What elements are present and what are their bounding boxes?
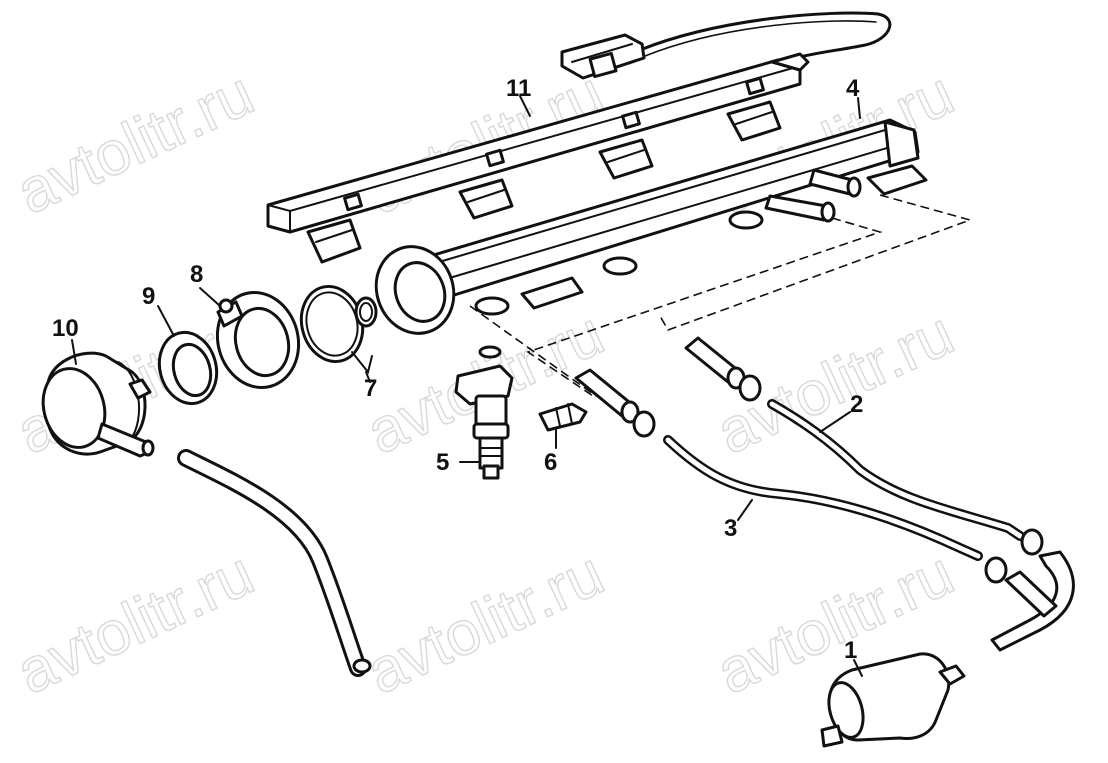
o-rings-7 <box>299 284 378 375</box>
clamp-8 <box>215 290 301 390</box>
callout-2: 2 <box>850 391 863 418</box>
callout-1: 1 <box>844 637 857 664</box>
fuel-lines <box>663 399 1075 652</box>
leader-lines <box>71 95 863 677</box>
clip-6 <box>538 402 588 432</box>
callout-6: 6 <box>544 449 557 476</box>
return-hose <box>177 449 372 677</box>
watermark-text: avtolitr.ru <box>7 59 264 228</box>
hose-segments <box>574 336 762 438</box>
injector-5 <box>454 345 514 480</box>
watermark-text: avtolitr.ru <box>7 539 264 708</box>
fuel-rail-4 <box>374 118 928 335</box>
callout-5: 5 <box>436 449 449 476</box>
callouts: 1 2 3 4 5 6 7 8 9 10 11 <box>52 75 863 664</box>
assembly-guide-lines <box>469 194 973 399</box>
seal-ring-9 <box>157 330 219 406</box>
callout-4: 4 <box>846 75 860 102</box>
injector-harness-11 <box>266 11 892 264</box>
watermark-text: avtolitr.ru <box>357 539 614 708</box>
callout-11: 11 <box>506 75 531 102</box>
fuel-filter-1 <box>820 652 966 748</box>
callout-8: 8 <box>190 261 203 288</box>
callout-7: 7 <box>364 375 377 402</box>
callout-10: 10 <box>52 315 79 342</box>
callout-3: 3 <box>724 515 737 542</box>
callout-9: 9 <box>142 283 155 310</box>
pressure-regulator-10 <box>41 351 155 458</box>
